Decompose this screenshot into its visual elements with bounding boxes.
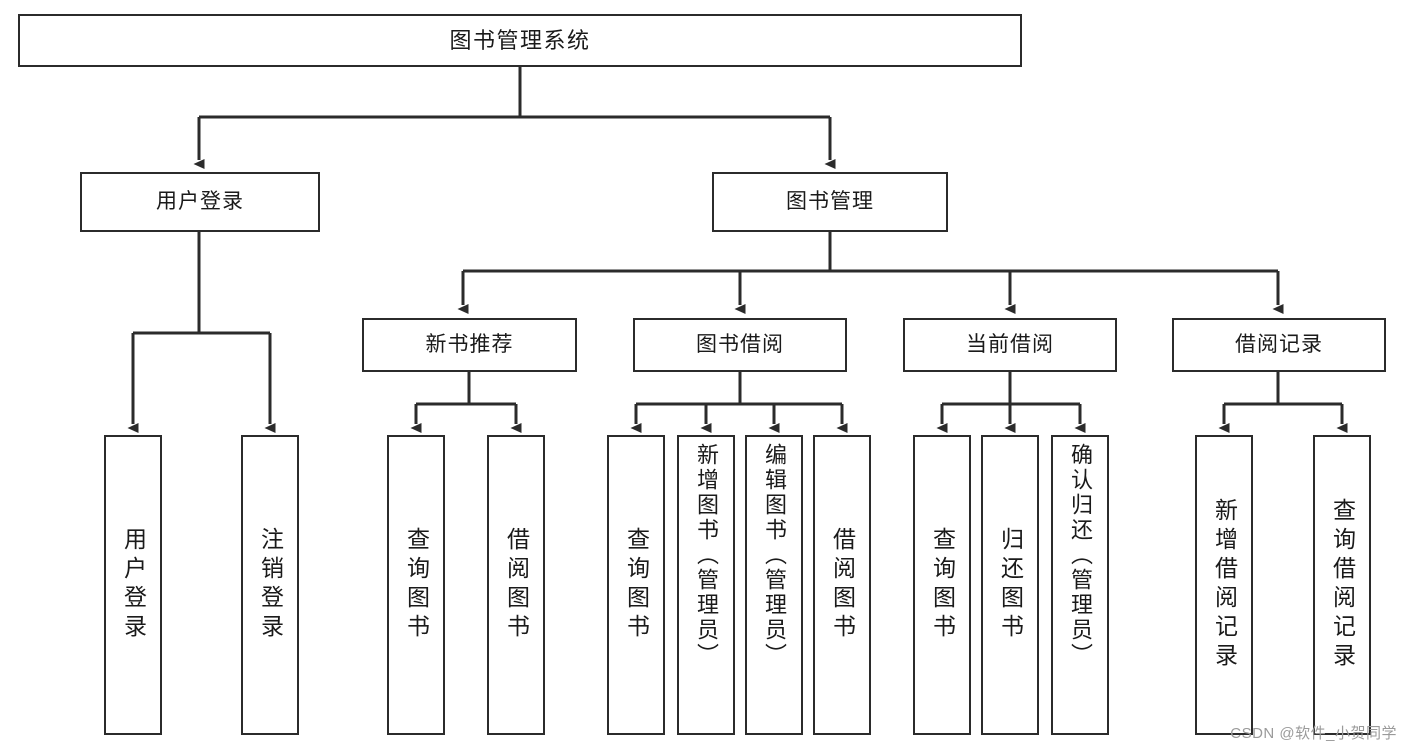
leaf-borrow-add-book[interactable]: 新增图书（管理员） (677, 435, 735, 735)
leaf-current-confirm-return[interactable]: 确认归还（管理员） (1051, 435, 1109, 735)
leaf-record-query-label: 查询借阅记录 (1329, 498, 1356, 672)
leaf-borrow-edit-book[interactable]: 编辑图书（管理员） (745, 435, 803, 735)
leaf-user-logout[interactable]: 注销登录 (241, 435, 299, 735)
node-current-borrow-label: 当前借阅 (966, 333, 1054, 357)
node-user-login[interactable]: 用户登录 (80, 172, 320, 232)
leaf-recommend-borrow-book-label: 借阅图书 (503, 527, 530, 643)
leaf-user-login-label: 用户登录 (120, 527, 147, 643)
leaf-recommend-query-book[interactable]: 查询图书 (387, 435, 445, 735)
leaf-borrow-query-book-label: 查询图书 (623, 527, 650, 643)
leaf-recommend-borrow-book[interactable]: 借阅图书 (487, 435, 545, 735)
node-book-borrow-label: 图书借阅 (696, 333, 784, 357)
leaf-user-logout-label: 注销登录 (257, 527, 284, 643)
node-user-login-label: 用户登录 (156, 190, 244, 214)
node-borrow-record[interactable]: 借阅记录 (1172, 318, 1386, 372)
node-borrow-record-label: 借阅记录 (1235, 333, 1323, 357)
watermark: CSDN @软件_小贺同学 (1230, 725, 1397, 742)
leaf-record-query[interactable]: 查询借阅记录 (1313, 435, 1371, 735)
leaf-current-return-book-label: 归还图书 (997, 527, 1024, 643)
leaf-record-add-label: 新增借阅记录 (1211, 498, 1238, 672)
node-book-management-label: 图书管理 (786, 190, 874, 214)
node-new-book-recommend-label: 新书推荐 (425, 333, 514, 357)
leaf-borrow-borrow-book[interactable]: 借阅图书 (813, 435, 871, 735)
leaf-borrow-query-book[interactable]: 查询图书 (607, 435, 665, 735)
leaf-borrow-add-book-label: 新增图书（管理员） (694, 443, 719, 668)
node-book-borrow[interactable]: 图书借阅 (633, 318, 847, 372)
leaf-recommend-query-book-label: 查询图书 (403, 527, 430, 643)
leaf-record-add[interactable]: 新增借阅记录 (1195, 435, 1253, 735)
leaf-current-query-book-label: 查询图书 (929, 527, 956, 643)
leaf-user-login[interactable]: 用户登录 (104, 435, 162, 735)
node-current-borrow[interactable]: 当前借阅 (903, 318, 1117, 372)
leaf-current-confirm-return-label: 确认归还（管理员） (1068, 443, 1093, 668)
leaf-borrow-borrow-book-label: 借阅图书 (829, 527, 856, 643)
node-new-book-recommend[interactable]: 新书推荐 (362, 318, 577, 372)
node-root-label: 图书管理系统 (449, 27, 591, 53)
node-book-management[interactable]: 图书管理 (712, 172, 948, 232)
leaf-current-return-book[interactable]: 归还图书 (981, 435, 1039, 735)
leaf-borrow-edit-book-label: 编辑图书（管理员） (762, 443, 787, 668)
leaf-current-query-book[interactable]: 查询图书 (913, 435, 971, 735)
node-root[interactable]: 图书管理系统 (18, 14, 1022, 67)
